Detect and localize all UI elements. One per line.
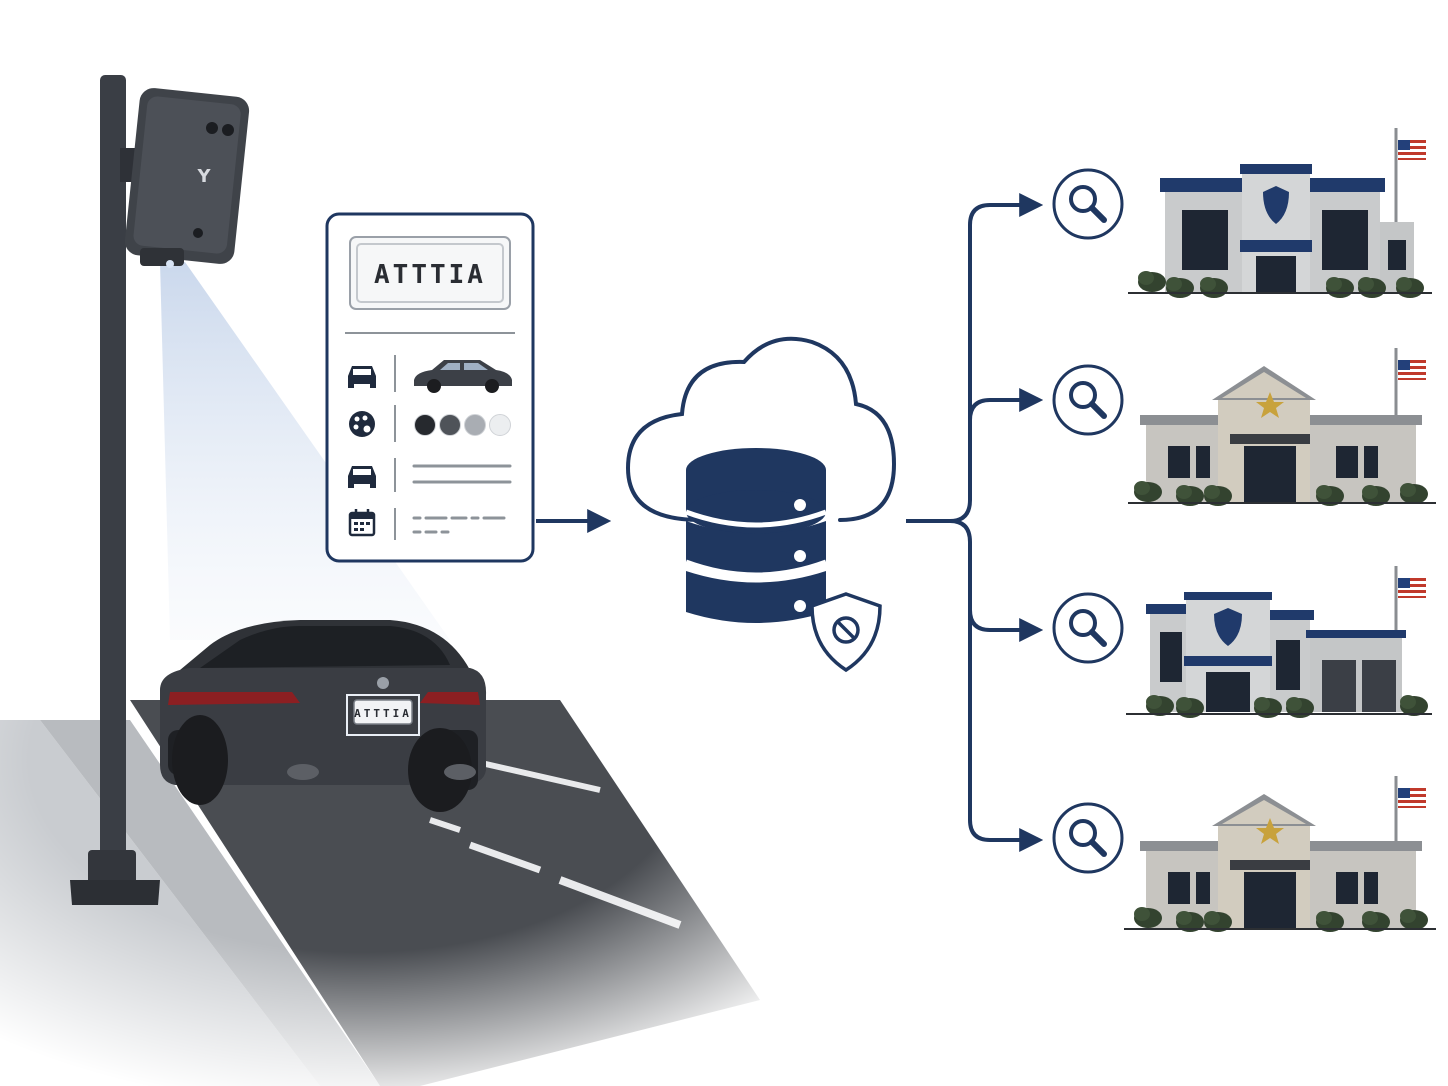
arrow-to-agency-1 — [906, 193, 1044, 523]
search-icon — [1054, 594, 1122, 662]
record-row-make — [348, 458, 512, 492]
palette-icon — [349, 411, 375, 437]
car-front-icon — [348, 466, 376, 488]
color-swatch — [439, 414, 461, 436]
car-rear: ATTTIA — [160, 620, 487, 812]
search-icon — [1054, 804, 1122, 872]
camera-pole — [70, 75, 160, 905]
record-row-date — [348, 508, 512, 540]
police-station-building — [1128, 128, 1432, 298]
color-swatches — [414, 414, 511, 436]
arrow-to-agency-3 — [949, 519, 1044, 642]
color-swatch — [464, 414, 486, 436]
tail-light — [420, 692, 480, 705]
star-badge-icon — [1256, 392, 1284, 418]
sheriff-office-building — [1124, 776, 1436, 932]
camera-lens-icon — [193, 228, 203, 238]
police-station-garage-building — [1126, 566, 1432, 718]
arrow-to-agency-4 — [968, 610, 1044, 852]
car-side-image — [414, 360, 512, 393]
arrow-to-agency-2 — [968, 388, 1044, 421]
tail-light — [168, 692, 300, 705]
plate-read-record-card: ATTTIA — [325, 212, 535, 563]
shield-icon — [1214, 608, 1242, 646]
record-row-vehicle — [348, 355, 512, 393]
captured-plate-text: ATTTIA — [374, 260, 486, 290]
sheriff-office-building — [1128, 348, 1436, 506]
car-license-plate — [353, 699, 413, 725]
color-swatch — [414, 414, 436, 436]
car-plate-text: ATTTIA — [354, 707, 412, 720]
shield-icon — [1263, 186, 1289, 224]
color-swatch — [489, 414, 511, 436]
record-row-color — [349, 405, 511, 442]
search-icon — [1054, 366, 1122, 434]
database-icon — [685, 448, 827, 623]
camera-logo: Y — [196, 166, 211, 187]
search-icon — [1054, 170, 1122, 238]
camera-lens-icon — [222, 124, 234, 136]
camera-lens-icon — [206, 122, 218, 134]
road-scene: Y ATTTIA — [0, 75, 800, 1086]
plate-capture — [349, 236, 511, 310]
security-shield-icon — [810, 592, 882, 673]
cloud-database — [625, 336, 897, 673]
plate-highlight — [346, 694, 420, 736]
distribution-lines — [906, 193, 1044, 852]
alpr-camera: Y — [124, 88, 250, 268]
calendar-icon — [348, 509, 376, 537]
cloud-outline — [625, 336, 897, 522]
star-badge-icon — [1256, 818, 1284, 844]
car-front-icon — [348, 366, 376, 388]
